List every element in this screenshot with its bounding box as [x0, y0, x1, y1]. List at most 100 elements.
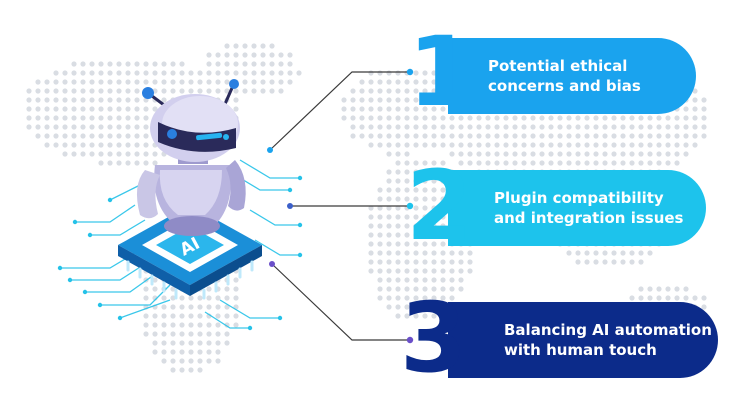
map-dot [395, 259, 401, 265]
map-dot [413, 97, 419, 103]
map-dot [692, 124, 698, 130]
map-dot [449, 133, 455, 139]
map-dot [215, 340, 221, 346]
item-1-text: Potential ethical concerns and bias [488, 57, 641, 95]
map-dot [530, 124, 536, 130]
map-dot [458, 250, 464, 256]
map-dot [512, 115, 518, 121]
map-dot [602, 115, 608, 121]
map-dot [170, 358, 176, 364]
map-dot [386, 241, 392, 247]
map-dot [539, 151, 545, 157]
map-dot [215, 70, 221, 76]
map-dot [341, 115, 347, 121]
map-dot [170, 295, 176, 301]
map-dot [395, 277, 401, 283]
map-dot [206, 61, 212, 67]
map-dot [368, 124, 374, 130]
map-dot [125, 79, 131, 85]
map-dot [143, 79, 149, 85]
map-dot [575, 124, 581, 130]
map-dot [449, 142, 455, 148]
map-dot [179, 79, 185, 85]
map-dot [233, 277, 239, 283]
map-dot [440, 106, 446, 112]
map-dot [422, 232, 428, 238]
map-dot [143, 142, 149, 148]
map-dot [89, 70, 95, 76]
map-dot [692, 115, 698, 121]
map-dot [422, 178, 428, 184]
map-dot [170, 61, 176, 67]
map-dot [35, 79, 41, 85]
map-dot [260, 61, 266, 67]
map-dot [395, 205, 401, 211]
map-dot [278, 70, 284, 76]
item-1-pill: 1 Potential ethical concerns and bias [408, 24, 696, 120]
map-dot [566, 133, 572, 139]
map-dot [368, 142, 374, 148]
map-dot [422, 115, 428, 121]
map-dot [80, 70, 86, 76]
map-dot [629, 259, 635, 265]
map-dot [143, 133, 149, 139]
map-dot [602, 259, 608, 265]
map-dot [494, 133, 500, 139]
map-dot [476, 142, 482, 148]
map-dot [440, 268, 446, 274]
map-dot [431, 250, 437, 256]
map-dot [350, 97, 356, 103]
map-dot [359, 124, 365, 130]
map-dot [89, 97, 95, 103]
map-dot [656, 160, 662, 166]
map-dot [431, 97, 437, 103]
map-dot [449, 151, 455, 157]
map-dot [656, 142, 662, 148]
map-dot [386, 88, 392, 94]
map-dot [440, 169, 446, 175]
map-dot [107, 160, 113, 166]
map-dot [89, 79, 95, 85]
map-dot [692, 106, 698, 112]
map-dot [152, 277, 158, 283]
map-dot [512, 142, 518, 148]
map-dot [242, 70, 248, 76]
map-dot [269, 79, 275, 85]
map-dot [512, 124, 518, 130]
map-dot [674, 160, 680, 166]
map-dot [179, 367, 185, 373]
map-dot [71, 61, 77, 67]
map-dot [422, 106, 428, 112]
map-dot [413, 268, 419, 274]
map-dot [539, 133, 545, 139]
map-dot [116, 115, 122, 121]
map-dot [539, 124, 545, 130]
map-dot [206, 295, 212, 301]
map-dot [107, 115, 113, 121]
map-dot [260, 88, 266, 94]
map-dot [368, 88, 374, 94]
map-dot [440, 115, 446, 121]
map-dot [431, 79, 437, 85]
map-dot [26, 106, 32, 112]
map-dot [26, 115, 32, 121]
map-dot [539, 160, 545, 166]
map-dot [404, 88, 410, 94]
map-dot [521, 151, 527, 157]
map-dot [422, 259, 428, 265]
map-dot [422, 295, 428, 301]
map-dot [584, 160, 590, 166]
map-dot [413, 160, 419, 166]
map-dot [269, 43, 275, 49]
map-dot [539, 115, 545, 121]
map-dot [431, 277, 437, 283]
map-dot [233, 70, 239, 76]
map-dot [53, 88, 59, 94]
map-dot [386, 106, 392, 112]
map-dot [476, 124, 482, 130]
map-dot [242, 79, 248, 85]
map-dot [377, 187, 383, 193]
map-dot [404, 313, 410, 319]
map-dot [431, 142, 437, 148]
map-dot [134, 70, 140, 76]
